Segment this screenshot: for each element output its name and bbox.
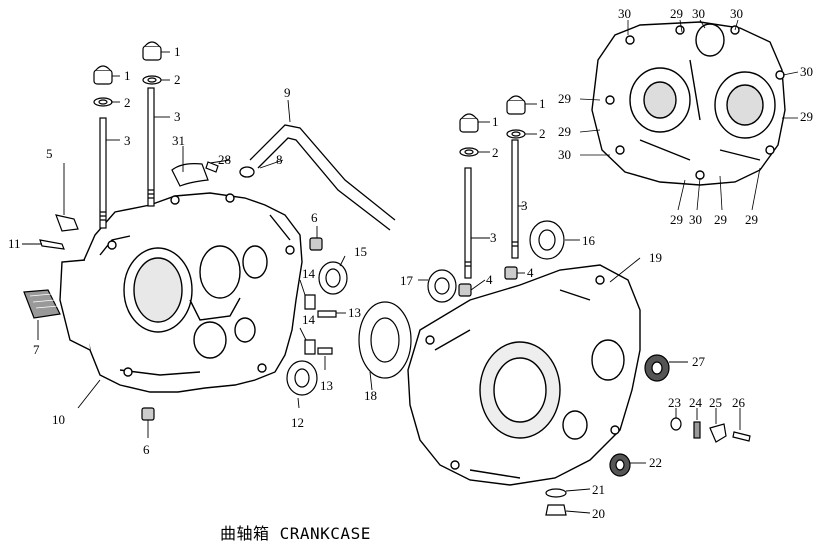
callout-17: 17 xyxy=(400,273,414,288)
callout-4: 4 xyxy=(527,265,534,280)
callout-11: 11 xyxy=(8,236,21,251)
callout-8: 8 xyxy=(276,152,283,167)
callout-6: 6 xyxy=(311,210,318,225)
callout-30: 30 xyxy=(689,212,702,227)
callout-2: 2 xyxy=(124,95,131,110)
callout-29: 29 xyxy=(800,109,813,124)
small-parts-left xyxy=(23,161,412,421)
callout-23: 23 xyxy=(668,395,681,410)
callout-21: 21 xyxy=(592,482,605,497)
callout-26: 26 xyxy=(732,395,746,410)
left-crankcase-half xyxy=(59,192,303,393)
callout-9: 9 xyxy=(284,85,291,100)
callout-22: 22 xyxy=(649,455,662,470)
callout-2: 2 xyxy=(539,126,546,141)
callout-13: 13 xyxy=(348,305,361,320)
callout-29: 29 xyxy=(558,91,571,106)
stud-bolt-right xyxy=(464,139,519,279)
callout-10: 10 xyxy=(52,412,65,427)
callout-16: 16 xyxy=(582,233,596,248)
callout-31: 31 xyxy=(172,133,185,148)
callout-7: 7 xyxy=(33,342,40,357)
callout-1: 1 xyxy=(492,114,499,129)
callout-3: 3 xyxy=(521,198,528,213)
callout-28: 28 xyxy=(218,152,231,167)
callout-30: 30 xyxy=(800,64,813,79)
callout-30: 30 xyxy=(558,147,571,162)
callout-30: 30 xyxy=(692,6,705,21)
callout-1: 1 xyxy=(124,68,131,83)
callout-1: 1 xyxy=(539,96,546,111)
callout-14: 14 xyxy=(302,266,316,281)
cap-nuts-right xyxy=(459,95,526,157)
callout-5: 5 xyxy=(46,146,53,161)
callout-4: 4 xyxy=(486,272,493,287)
callout-30: 30 xyxy=(618,6,631,21)
stud-bolt-left xyxy=(99,87,155,229)
callout-15: 15 xyxy=(354,244,367,259)
callout-29: 29 xyxy=(745,212,758,227)
callout-3: 3 xyxy=(490,230,497,245)
callout-14: 14 xyxy=(302,312,316,327)
callout-29: 29 xyxy=(558,124,571,139)
diagram-title: 曲轴箱 CRANKCASE xyxy=(220,524,371,543)
callout-2: 2 xyxy=(492,145,499,160)
callout-30: 30 xyxy=(730,6,743,21)
callout-29: 29 xyxy=(670,6,683,21)
gasket-leaders xyxy=(579,19,799,211)
crankcase-gasket-view xyxy=(591,21,786,186)
callout-1: 1 xyxy=(174,44,181,59)
callout-24: 24 xyxy=(689,395,703,410)
callout-12: 12 xyxy=(291,415,304,430)
callout-3: 3 xyxy=(124,133,131,148)
callout-labels: 1 2 3 1 2 3 5 11 7 9 8 28 31 6 15 14 13 … xyxy=(8,6,813,521)
callout-25: 25 xyxy=(709,395,722,410)
leader-lines xyxy=(22,51,741,514)
cap-nuts-left xyxy=(93,41,162,107)
callout-29: 29 xyxy=(670,212,683,227)
callout-6: 6 xyxy=(143,442,150,457)
callout-19: 19 xyxy=(649,250,662,265)
callout-13: 13 xyxy=(320,378,333,393)
callout-2: 2 xyxy=(174,72,181,87)
right-crankcase-half xyxy=(407,264,641,486)
callout-3: 3 xyxy=(174,109,181,124)
callout-27: 27 xyxy=(692,354,706,369)
callout-18: 18 xyxy=(364,388,377,403)
callout-20: 20 xyxy=(592,506,605,521)
small-parts-right xyxy=(427,220,751,516)
oil-pipe xyxy=(239,124,396,231)
callout-29: 29 xyxy=(714,212,727,227)
